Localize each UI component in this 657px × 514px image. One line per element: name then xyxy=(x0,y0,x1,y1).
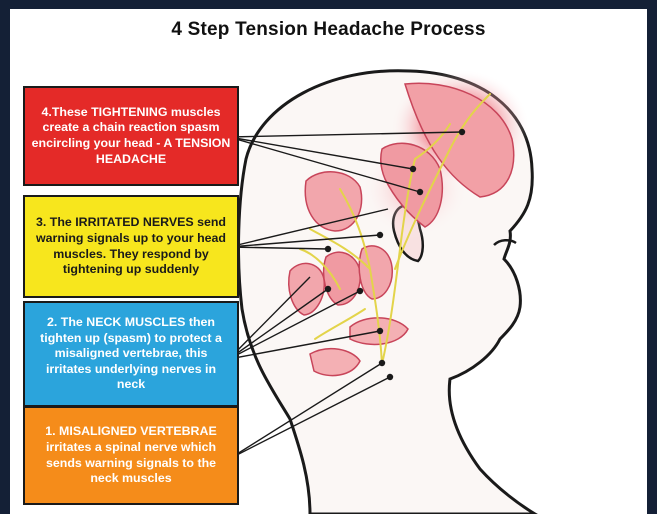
step-1-box: 1. MISALIGNED VERTEBRAE irritates a spin… xyxy=(23,406,239,505)
step-2-box: 2. The NECK MUSCLES then tighten up (spa… xyxy=(23,301,239,407)
step-4-box: 4.These TIGHTENING muscles create a chai… xyxy=(23,86,239,186)
step-3-box: 3. The IRRITATED NERVES send warning sig… xyxy=(23,195,239,298)
step-3-text: 3. The IRRITATED NERVES send warning sig… xyxy=(31,215,231,277)
step-4-text: 4.These TIGHTENING muscles create a chai… xyxy=(31,105,231,167)
step-1-text: 1. MISALIGNED VERTEBRAE irritates a spin… xyxy=(31,424,231,486)
diagram-frame: 4 Step Tension Headache Process 4.These … xyxy=(10,9,647,514)
neck-muscle-2 xyxy=(324,252,361,305)
diagram-title: 4 Step Tension Headache Process xyxy=(10,19,647,41)
step-2-text: 2. The NECK MUSCLES then tighten up (spa… xyxy=(31,315,231,393)
